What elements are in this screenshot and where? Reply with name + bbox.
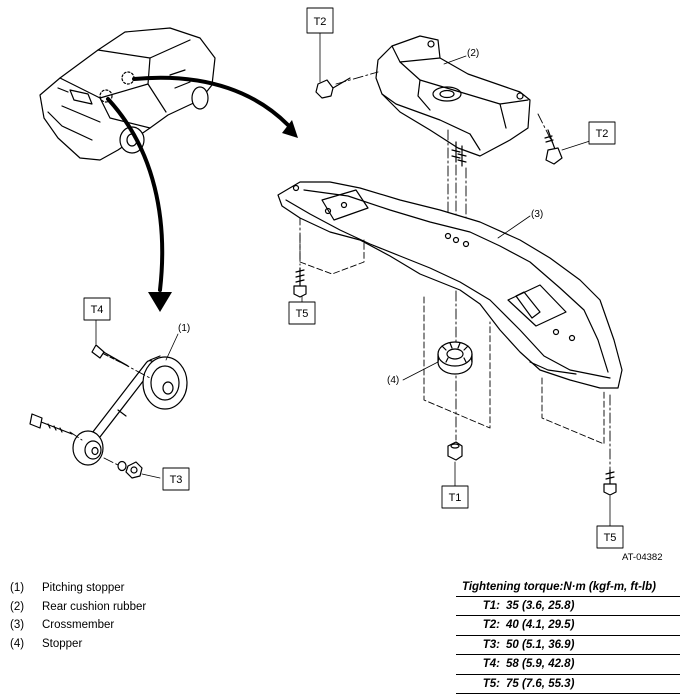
legend-item: (2) Rear cushion rubber bbox=[10, 601, 146, 620]
legend-item: (4) Stopper bbox=[10, 638, 146, 657]
torque-tag-boxes bbox=[83, 7, 624, 549]
torque-value: 50 (5.1, 36.9) bbox=[506, 638, 575, 651]
torque-key: T5: bbox=[482, 677, 500, 690]
torque-key: T4: bbox=[482, 658, 500, 671]
vehicle-illustration bbox=[39, 27, 216, 161]
tag-t1: T1 bbox=[449, 492, 462, 504]
arrow-head-down bbox=[148, 292, 172, 312]
stopper bbox=[437, 341, 473, 375]
torque-value: 40 (4.1, 29.5) bbox=[506, 619, 575, 632]
tag-t3: T3 bbox=[170, 474, 183, 486]
callout-leaders bbox=[95, 32, 611, 527]
torque-table-title: Tightening torque:N·m (kgf-m, ft-lb) bbox=[456, 580, 680, 597]
legend-number: (1) bbox=[10, 582, 25, 594]
torque-key: T2: bbox=[482, 619, 500, 632]
t1-nut bbox=[447, 441, 463, 461]
tag-t2-top: T2 bbox=[314, 16, 327, 28]
figure-id: AT-04382 bbox=[622, 552, 663, 563]
callout-3: (3) bbox=[531, 209, 543, 220]
legend-number: (2) bbox=[10, 600, 25, 613]
torque-table: Tightening torque:N·m (kgf-m, ft-lb) T1:… bbox=[456, 580, 680, 694]
parts-legend: (1) Pitching stopper (2) Rear cushion ru… bbox=[10, 582, 146, 656]
arrow-head-right bbox=[282, 120, 298, 138]
torque-value: 35 (3.6, 25.8) bbox=[506, 600, 575, 612]
tag-t5-left: T5 bbox=[296, 308, 309, 320]
exploded-diagram: T2 T2 T4 T3 T5 T1 T5 (1) (2) (3) (4) bbox=[29, 7, 624, 549]
torque-row: T3: 50 (5.1, 36.9) bbox=[456, 636, 680, 656]
callout-1: (1) bbox=[178, 323, 190, 334]
rear-cushion-rubber bbox=[315, 35, 563, 167]
pointer-arrows bbox=[106, 75, 290, 292]
tag-t4: T4 bbox=[91, 304, 104, 316]
crossmember bbox=[277, 181, 623, 389]
torque-row: T1: 35 (3.6, 25.8) bbox=[456, 597, 680, 617]
legend-number: (3) bbox=[10, 619, 25, 631]
pitching-stopper bbox=[29, 344, 188, 479]
legend-label: Crossmember bbox=[42, 619, 115, 631]
t5-bolts bbox=[293, 267, 617, 496]
torque-key: T1: bbox=[482, 600, 500, 612]
legend-item: (1) Pitching stopper bbox=[10, 582, 146, 601]
torque-row: T4: 58 (5.9, 42.8) bbox=[456, 655, 680, 675]
callout-2: (2) bbox=[467, 48, 479, 59]
torque-row: T2: 40 (4.1, 29.5) bbox=[456, 616, 680, 636]
tag-t5-right: T5 bbox=[604, 532, 617, 544]
torque-value: 58 (5.9, 42.8) bbox=[506, 658, 575, 671]
projection-lines bbox=[299, 234, 605, 445]
tag-t2-right: T2 bbox=[596, 128, 609, 140]
legend-item: (3) Crossmember bbox=[10, 619, 146, 638]
torque-value: 75 (7.6, 55.3) bbox=[506, 677, 575, 690]
legend-label: Rear cushion rubber bbox=[42, 600, 147, 613]
legend-number: (4) bbox=[10, 637, 25, 650]
callout-4: (4) bbox=[387, 375, 399, 386]
torque-key: T3: bbox=[482, 638, 500, 651]
legend-label: Stopper bbox=[42, 637, 83, 650]
legend-label: Pitching stopper bbox=[42, 582, 125, 594]
torque-row: T5: 75 (7.6, 55.3) bbox=[456, 675, 680, 694]
